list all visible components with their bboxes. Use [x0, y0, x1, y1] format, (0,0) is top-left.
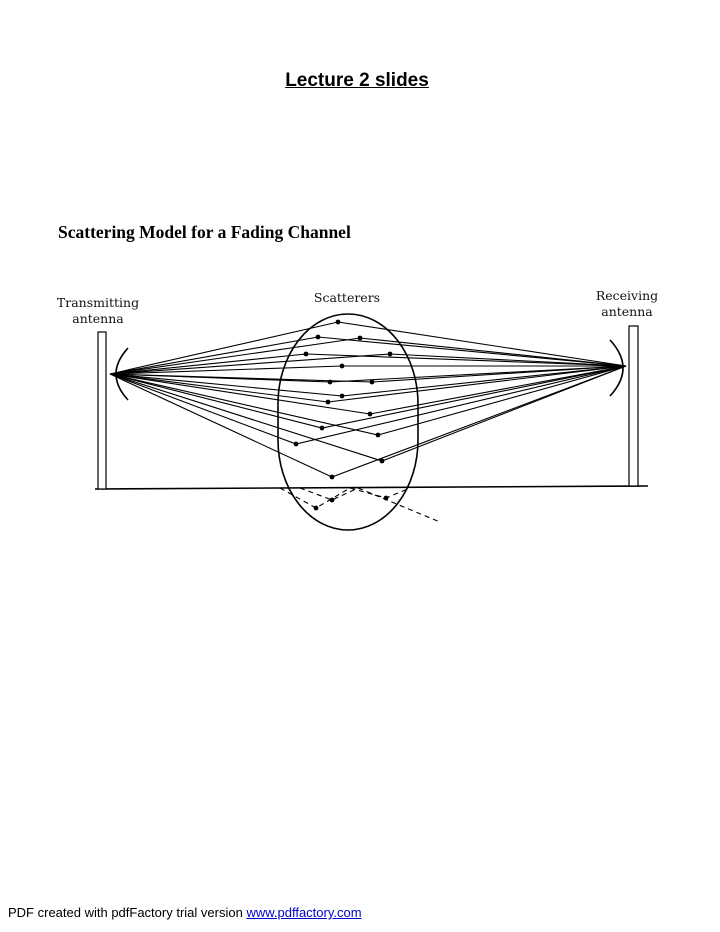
page-title: Lecture 2 slides	[285, 70, 429, 91]
pdf-footer: PDF created with pdfFactory trial versio…	[8, 905, 362, 920]
section-heading: Scattering Model for a Fading Channel	[58, 222, 351, 242]
receiver-label-line1: Receiving	[596, 288, 658, 303]
pdffactory-link[interactable]: www.pdffactory.com	[246, 905, 362, 920]
reflected-paths	[279, 487, 441, 523]
ground-line	[94, 485, 649, 490]
receiver-mast	[628, 325, 639, 487]
transmitter-label-line1: Transmitting	[57, 295, 139, 310]
scatterers-label: Scatterers	[314, 290, 380, 305]
receiver-label-line2: antenna	[601, 304, 653, 319]
receiver-dish	[609, 339, 624, 397]
footer-text: PDF created with pdfFactory trial versio…	[8, 905, 243, 920]
scatterer-region	[277, 313, 419, 531]
scattering-diagram: Transmitting antenna Scatterers Receivin…	[57, 288, 658, 531]
propagation-paths	[109, 321, 627, 478]
scatterer-points	[293, 319, 393, 511]
transmitter-mast	[97, 331, 107, 490]
transmitter-label-line2: antenna	[72, 311, 124, 326]
